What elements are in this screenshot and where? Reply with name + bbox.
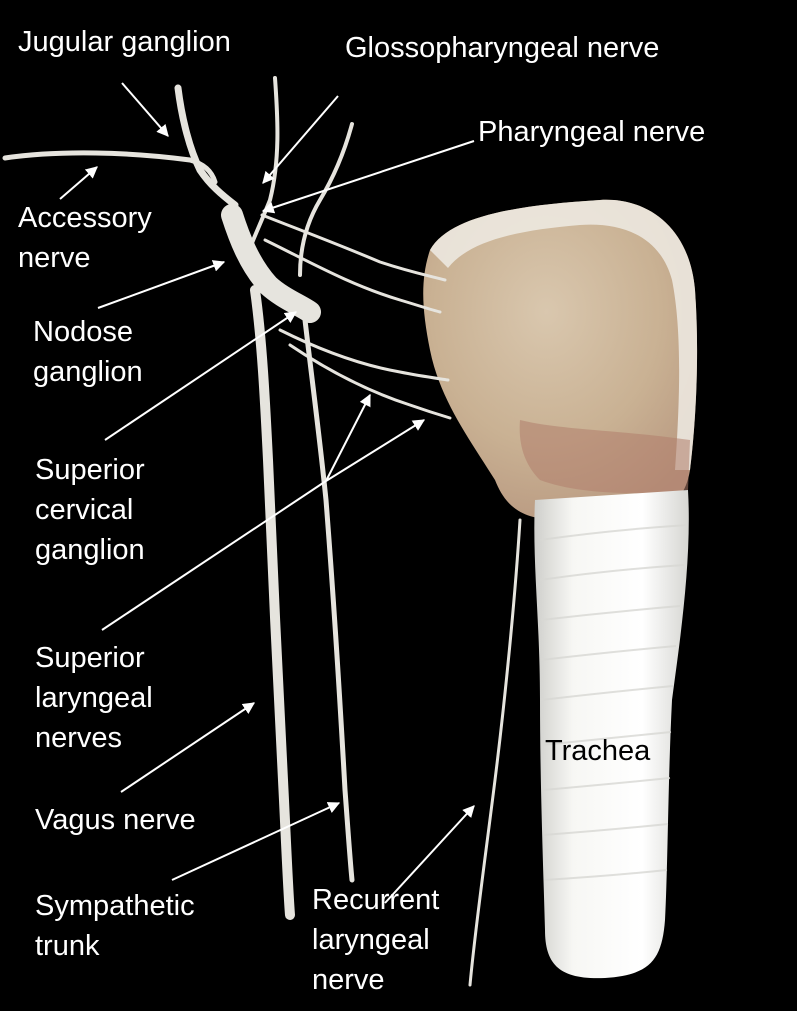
label-line: Nodose: [33, 316, 133, 348]
label-line: laryngeal: [35, 682, 153, 714]
jugular-ganglion-arrow: [121, 82, 169, 137]
label-line: ganglion: [35, 534, 145, 566]
glossopharyngeal-arrow: [262, 95, 339, 184]
larynx-reddish-band: [519, 420, 690, 493]
nodose-ganglion: [221, 204, 321, 323]
label-glossopharyngeal-nerve: Glossopharyngeal nerve: [345, 28, 659, 68]
label-line: Trachea: [545, 735, 651, 767]
superior-laryngeal-arrow-1: [325, 393, 371, 482]
label-line: laryngeal: [312, 924, 430, 956]
label-line: ganglion: [33, 356, 143, 388]
tracheal-rings: [539, 524, 689, 881]
superior-laryngeal-strand-1: [278, 328, 450, 382]
label-line: cervical: [35, 494, 134, 526]
label-line: Superior: [35, 642, 145, 674]
label-pharyngeal-nerve: Pharyngeal nerve: [478, 112, 705, 152]
label-superior-cervical-ganglion: Superior cervical ganglion: [35, 450, 145, 570]
label-line: nerves: [35, 722, 123, 754]
label-line: Recurrent: [312, 884, 440, 916]
vagus-arrow: [120, 702, 255, 793]
pharyngeal-strand-2: [263, 238, 442, 314]
larynx-fringe: [430, 199, 698, 471]
superior-laryngeal-strand-2: [288, 343, 452, 420]
label-accessory-nerve: Accessory nerve: [18, 198, 152, 278]
label-trachea: Trachea: [545, 731, 650, 771]
label-line: Glossopharyngeal nerve: [345, 32, 660, 64]
label-recurrent-laryngeal-nerve: Recurrent laryngeal nerve: [312, 880, 439, 1000]
vagus-nerve-strand: [250, 285, 295, 920]
label-line: Superior: [35, 454, 145, 486]
nerves: [2, 76, 522, 987]
label-line: nerve: [18, 242, 91, 274]
accessory-nerve-strand: [2, 150, 218, 185]
nodose-ganglion-arrow: [97, 260, 226, 309]
label-nodose-ganglion: Nodose ganglion: [33, 312, 143, 392]
sympathetic-trunk-arrow: [171, 802, 341, 881]
label-line: Jugular ganglion: [18, 26, 231, 58]
superior-laryngeal-arrow-main: [101, 480, 327, 631]
trachea: [534, 490, 689, 979]
label-line: nerve: [312, 964, 385, 996]
upper-right-strand: [298, 122, 354, 277]
label-line: trunk: [35, 930, 100, 962]
recurrent-laryngeal-strand: [468, 518, 522, 987]
accessory-arrow: [59, 166, 98, 200]
glossopharyngeal-strand: [248, 76, 280, 250]
label-line: Accessory: [18, 202, 152, 234]
recurrent-laryngeal-arrow: [384, 805, 475, 904]
label-sympathetic-trunk: Sympathetic trunk: [35, 886, 195, 966]
label-line: Pharyngeal nerve: [478, 116, 706, 148]
sympathetic-trunk-strand: [302, 317, 355, 883]
label-jugular-ganglion: Jugular ganglion: [18, 22, 231, 62]
label-vagus-nerve: Vagus nerve: [35, 800, 196, 840]
label-line: Vagus nerve: [35, 804, 196, 836]
pointer-arrows: [59, 82, 475, 904]
label-line: Sympathetic: [35, 890, 195, 922]
superior-cervical-arrow: [104, 311, 297, 441]
pharyngeal-strand-1: [260, 213, 447, 282]
label-superior-laryngeal-nerves: Superior laryngeal nerves: [35, 638, 153, 758]
trachea-specimen: [423, 199, 698, 979]
pharyngeal-arrow: [261, 140, 475, 214]
jugular-ganglion-strand: [174, 84, 239, 209]
superior-laryngeal-arrow-2: [325, 419, 426, 482]
